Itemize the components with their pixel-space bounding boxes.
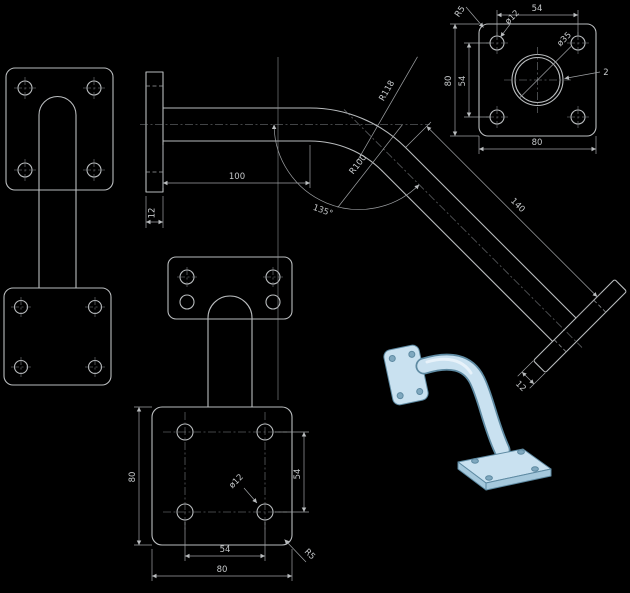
view-side-left [3, 67, 114, 386]
wall-leader [564, 71, 601, 80]
flange-plate-outline [167, 256, 293, 320]
dim-hole-spacing-top: 54 [532, 4, 543, 14]
model-bolt-hole [396, 392, 404, 400]
model-bolt-hole [388, 354, 396, 362]
tube-arch-outline [207, 295, 253, 319]
model-bolt-hole [531, 466, 539, 472]
dim-hole-spacing-bottom: 54 [220, 545, 231, 555]
dim-arm-horizontal: 100 [229, 172, 245, 182]
tube-arch-outline [38, 96, 77, 116]
model-bolt-hole [408, 350, 416, 358]
hidden-hole-lines [146, 85, 163, 173]
bolt-hole [265, 294, 281, 310]
model-base-plate-front [485, 468, 552, 491]
model-flange-plate [383, 344, 429, 406]
base-plate-outline [3, 287, 112, 386]
hole-centerlines [14, 77, 105, 181]
extension-lines [134, 406, 309, 581]
model-tube [417, 355, 509, 457]
flange-plate-outline [5, 67, 114, 191]
dim-hole-spacing-right: 54 [293, 469, 303, 480]
leader-line [500, 22, 512, 38]
dia-leader [519, 46, 572, 98]
hole-centerlines [486, 32, 589, 128]
dim-line [521, 371, 535, 385]
dim-flange-thickness: 12 [148, 208, 158, 219]
model-3d-render [383, 344, 552, 491]
base-plate-outline [151, 406, 293, 546]
model-bolt-hole [416, 388, 424, 396]
dim-plate-height: 80 [444, 76, 454, 87]
angle-dim-arc [271, 124, 420, 210]
leader-line [243, 487, 258, 504]
flange-plate-outline [478, 23, 597, 137]
dim-base-plate-height: 80 [128, 472, 138, 483]
model-bolt-hole [471, 458, 479, 464]
model-bolt-hole [517, 449, 525, 455]
model-tube-highlight [425, 357, 473, 375]
tube-silhouette [38, 114, 77, 289]
bolt-hole [179, 294, 195, 310]
dim-plate-width: 80 [532, 138, 543, 148]
hidden-hole-lines [553, 299, 607, 353]
dim-base-plate-width: 80 [217, 565, 228, 575]
base-plate-edge [533, 279, 627, 373]
leader-line [284, 539, 307, 563]
flange-edge-outline [145, 71, 164, 193]
extension-lines [450, 10, 597, 154]
base-plate-edge-outline [533, 279, 627, 373]
leader-line [465, 6, 484, 28]
tube-silhouette [207, 317, 253, 408]
view-front: 54 80 54 80 ø12 R5 [128, 256, 317, 581]
model-bolt-hole [485, 475, 493, 481]
dim-line [426, 126, 598, 298]
dim-wall-thickness: 2 [603, 68, 608, 78]
dim-hole-spacing-left: 54 [458, 76, 468, 87]
hole-centerlines [163, 412, 287, 532]
